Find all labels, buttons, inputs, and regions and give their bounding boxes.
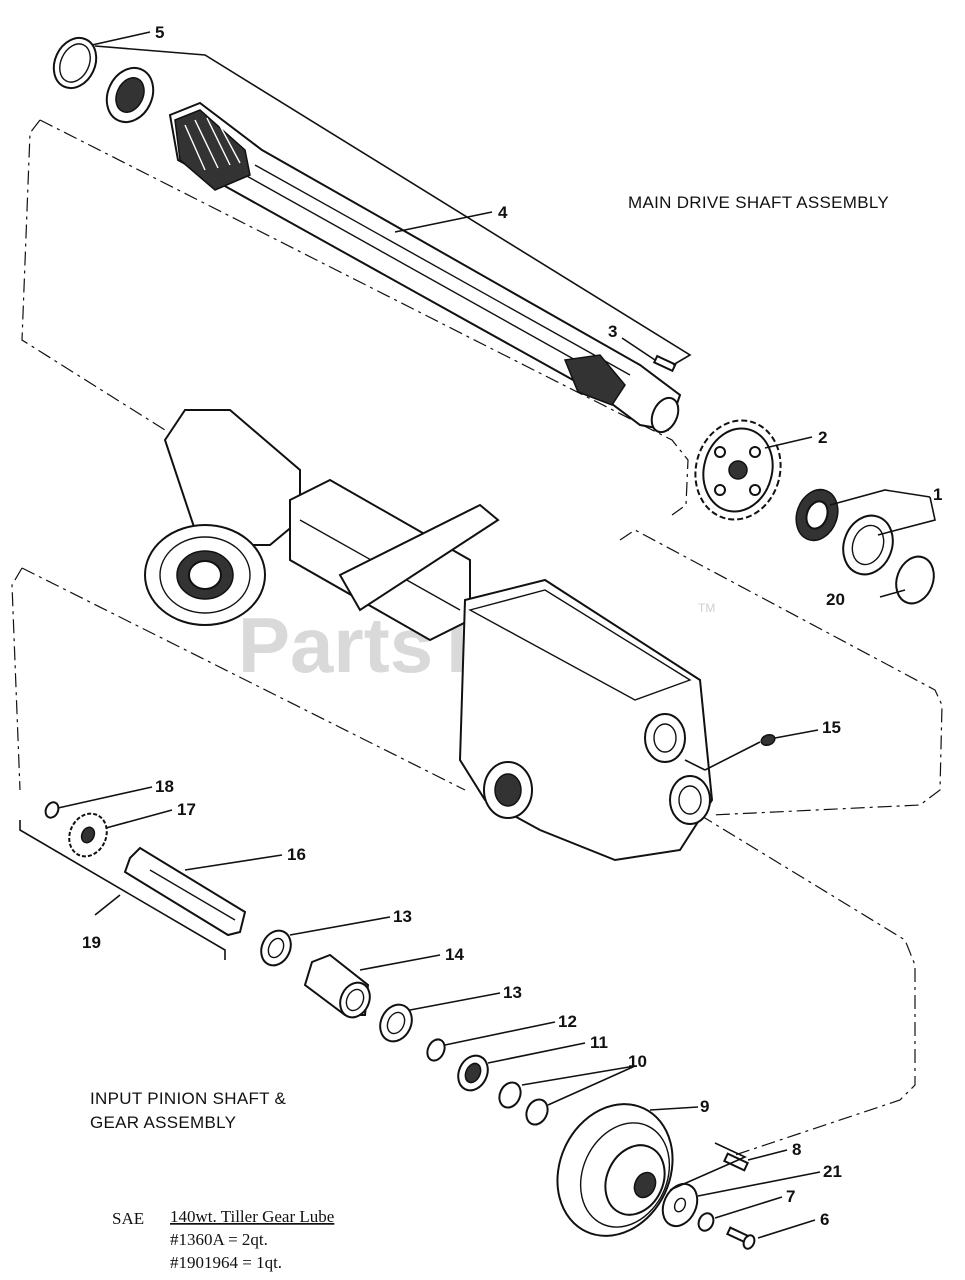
leader-19	[19, 820, 226, 960]
title-input-pinion-line1: INPUT PINION SHAFT &	[90, 1089, 287, 1108]
key-part-3	[652, 354, 677, 373]
lube-name: 140wt. Tiller Gear Lube	[170, 1207, 334, 1226]
callout-6: 6	[820, 1210, 829, 1229]
leader-3	[621, 337, 656, 361]
callout-11: 11	[590, 1033, 608, 1052]
transmission-housing	[144, 409, 714, 862]
leader-14	[359, 954, 441, 971]
leader-18	[57, 786, 153, 809]
lube-qty-2qt: #1360A = 2qt.	[170, 1230, 268, 1249]
callout-7: 7	[786, 1187, 795, 1206]
leader-1	[829, 489, 936, 536]
bearing-part-1	[795, 488, 894, 576]
callout-9: 9	[700, 1097, 709, 1116]
leader-13-upper	[289, 916, 391, 936]
retaining-ring-part-12	[426, 1038, 446, 1062]
callout-13-lower: 13	[503, 983, 522, 1002]
key-part-8	[723, 1152, 749, 1172]
leader-16	[184, 854, 283, 871]
leader-20	[879, 589, 906, 598]
pulley-part-9	[556, 1103, 674, 1237]
main-drive-shaft-part-4	[168, 101, 682, 434]
leader-4	[394, 211, 493, 233]
bearing-cup-part	[105, 66, 155, 124]
washer-part-13-lower	[379, 1003, 413, 1043]
leader-21	[697, 1171, 821, 1197]
leader-housing	[684, 741, 761, 771]
leader-8	[747, 1149, 788, 1161]
leader-11	[487, 1042, 586, 1064]
bolt-part-6	[726, 1226, 756, 1250]
input-shaft-part-16	[123, 846, 247, 937]
callout-1: 1	[933, 485, 942, 504]
lube-qty-1qt: #1901964 = 1qt.	[170, 1253, 282, 1272]
callout-3: 3	[608, 322, 617, 341]
leader-10	[521, 1065, 636, 1106]
callout-12: 12	[558, 1012, 577, 1031]
callout-16: 16	[287, 845, 306, 864]
leader-6	[757, 1219, 816, 1239]
leader-17	[105, 809, 173, 829]
lube-prefix: SAE	[112, 1209, 144, 1228]
callout-17: 17	[177, 800, 196, 819]
leader-15	[774, 729, 819, 739]
callout-8: 8	[792, 1140, 801, 1159]
lock-washer-part-7	[697, 1212, 715, 1232]
callout-15: 15	[822, 718, 841, 737]
gear-part-2	[694, 419, 782, 521]
plug-part-15	[760, 733, 776, 747]
leader-7	[714, 1196, 783, 1219]
title-main-drive-shaft: MAIN DRIVE SHAFT ASSEMBLY	[628, 193, 889, 212]
watermark-trademark: TM	[698, 601, 715, 615]
leader-9	[649, 1106, 699, 1111]
callout-18: 18	[155, 777, 174, 796]
leader-12	[444, 1021, 556, 1046]
main-drive-shaft-outline	[21, 119, 689, 516]
callout-19: 19	[82, 933, 101, 952]
callout-20: 20	[826, 590, 845, 609]
snap-ring-part-20	[895, 555, 935, 605]
leader-13-lower	[409, 992, 501, 1011]
callout-4: 4	[498, 203, 508, 222]
leader-4-bracket	[94, 45, 692, 366]
retaining-ring-part-18	[44, 801, 60, 819]
snap-ring-part-5	[52, 36, 98, 90]
callout-13-upper: 13	[393, 907, 412, 926]
callout-14: 14	[445, 945, 464, 964]
bushing-part-14	[303, 953, 371, 1019]
bearing-part-11	[457, 1054, 489, 1092]
callout-21: 21	[823, 1162, 842, 1181]
input-pinion-outline	[11, 567, 916, 1156]
pinion-gear-part-17	[68, 812, 108, 858]
washers-part-10	[498, 1081, 549, 1126]
title-input-pinion-line2: GEAR ASSEMBLY	[90, 1113, 236, 1132]
callout-5: 5	[155, 23, 164, 42]
washer-part-13-upper	[260, 929, 292, 967]
washer-part-21	[661, 1182, 699, 1228]
leader-8-bracket	[669, 1142, 747, 1191]
callout-10: 10	[628, 1052, 647, 1071]
leader-2	[764, 436, 813, 449]
leader-5	[91, 31, 151, 46]
callout-2: 2	[818, 428, 827, 447]
